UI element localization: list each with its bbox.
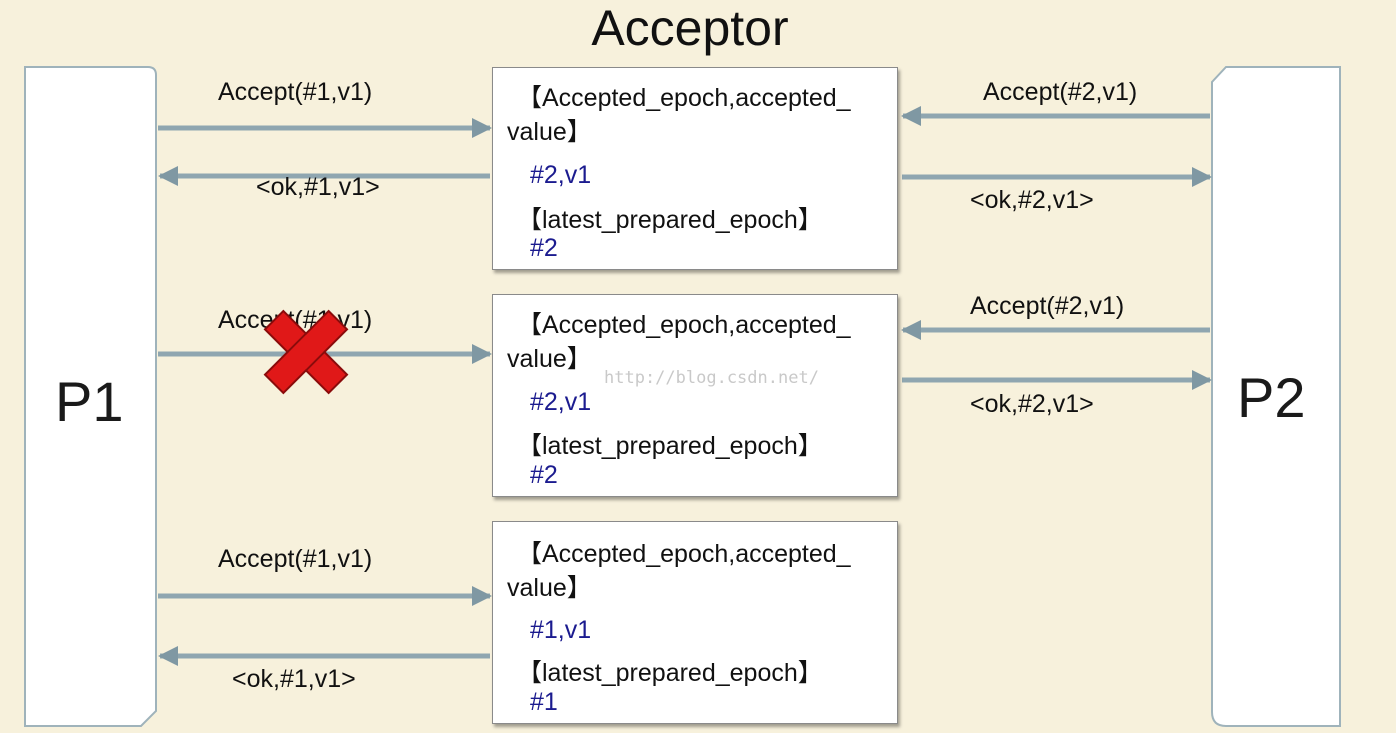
- p1-panel: [24, 66, 157, 727]
- prepared-label: 【latest_prepared_epoch】: [517, 432, 823, 460]
- p2-label: P2: [1237, 366, 1306, 429]
- msg-row1-p1-accept: Accept(#1,v1): [218, 78, 373, 106]
- accepted-label-cont: value】: [507, 345, 592, 373]
- diagram-title: Acceptor: [591, 0, 789, 56]
- accepted-value: #2,v1: [530, 161, 592, 189]
- acceptor-state-box: 【Accepted_epoch,accepted_ value】 #1,v1 【…: [492, 521, 898, 724]
- prepared-label: 【latest_prepared_epoch】: [517, 206, 823, 234]
- p1-label: P1: [55, 370, 124, 433]
- prepared-value: #2: [530, 461, 558, 489]
- msg-row1-p2-accept: Accept(#2,v1): [983, 78, 1138, 106]
- msg-row1-p2-ok: <ok,#2,v1>: [970, 186, 1094, 214]
- accepted-value: #1,v1: [530, 616, 592, 644]
- prepared-value: #2: [530, 234, 558, 262]
- accepted-label: 【Accepted_epoch,accepted_: [517, 540, 851, 568]
- accepted-value: #2,v1: [530, 388, 592, 416]
- accepted-label: 【Accepted_epoch,accepted_: [517, 311, 851, 339]
- acceptor-state-box: 【Accepted_epoch,accepted_ value】 #2,v1 【…: [492, 67, 898, 270]
- msg-row2-p2-ok: <ok,#2,v1>: [970, 390, 1094, 418]
- rejected-cross-icon: [263, 309, 349, 395]
- prepared-label: 【latest_prepared_epoch】: [517, 659, 823, 687]
- msg-row3-p1-accept: Accept(#1,v1): [218, 545, 373, 573]
- prepared-value: #1: [530, 688, 558, 716]
- accepted-label-cont: value】: [507, 118, 592, 146]
- msg-row3-p1-ok: <ok,#1,v1>: [232, 665, 356, 693]
- accepted-label-cont: value】: [507, 574, 592, 602]
- acceptor-state-box: 【Accepted_epoch,accepted_ value】 #2,v1 【…: [492, 294, 898, 497]
- msg-row2-p2-accept: Accept(#2,v1): [970, 292, 1125, 320]
- msg-row1-p1-ok: <ok,#1,v1>: [256, 173, 380, 201]
- accepted-label: 【Accepted_epoch,accepted_: [517, 84, 851, 112]
- p2-panel: [1211, 66, 1341, 727]
- watermark: http://blog.csdn.net/: [604, 368, 819, 388]
